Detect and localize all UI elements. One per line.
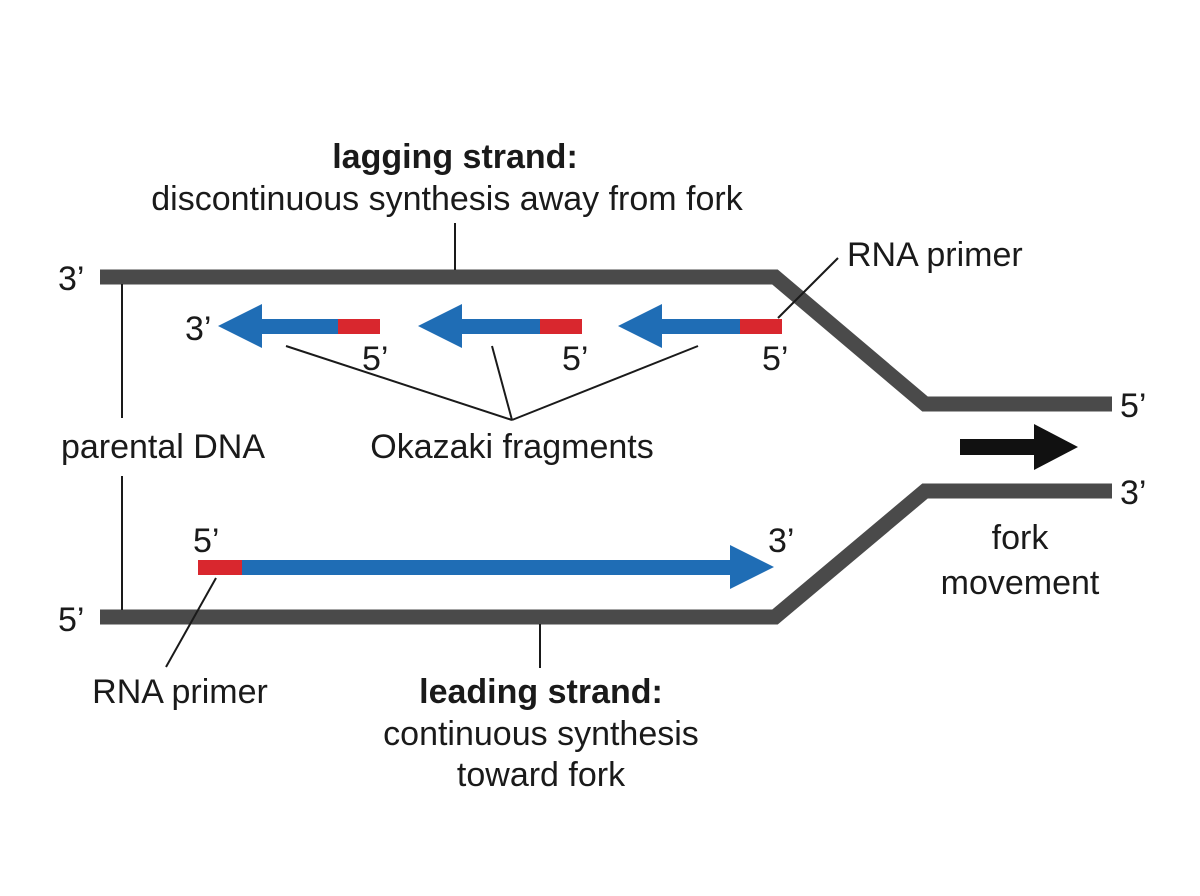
okazaki-fragment-3 [618, 304, 782, 348]
leading-strand-title: leading strand: [419, 673, 663, 711]
okazaki-fragment-1 [218, 304, 380, 348]
okazaki-1-3prime: 3’ [185, 310, 211, 348]
fork-movement-label-line1: fork [992, 519, 1050, 557]
okazaki-3-5prime: 5’ [762, 340, 788, 378]
okazaki-pointer-lines [285, 345, 699, 421]
leading-new-strand [198, 545, 774, 589]
parental-dna-label: parental DNA [61, 428, 265, 466]
leading-3prime: 3’ [768, 522, 794, 560]
okazaki-fragment-2 [418, 304, 582, 348]
fork-movement-arrow [960, 424, 1078, 470]
end-label-bottom-left: 5’ [58, 601, 84, 639]
end-label-top-right: 5’ [1120, 387, 1146, 425]
leading-strand-line2: toward fork [457, 756, 626, 794]
parental-bottom-strand [100, 483, 1112, 625]
rna-primer-bottom-label: RNA primer [92, 673, 268, 711]
rna-primer-top-label: RNA primer [847, 236, 1023, 274]
end-label-top-left: 3’ [58, 260, 84, 298]
parental-top-strand [100, 269, 1112, 412]
okazaki-fragments-label: Okazaki fragments [370, 428, 653, 466]
leading-strand-line1: continuous synthesis [383, 715, 699, 753]
okazaki-1-5prime: 5’ [362, 340, 388, 378]
end-label-bottom-right: 3’ [1120, 474, 1146, 512]
lagging-strand-title: lagging strand: [332, 138, 578, 176]
fork-movement-label-line2: movement [941, 564, 1100, 602]
rna-primer-top-pointer [777, 257, 839, 319]
rna-primer-bottom-pointer [165, 577, 217, 668]
lagging-strand-description: discontinuous synthesis away from fork [151, 180, 743, 218]
leading-5prime: 5’ [193, 522, 219, 560]
okazaki-2-5prime: 5’ [562, 340, 588, 378]
